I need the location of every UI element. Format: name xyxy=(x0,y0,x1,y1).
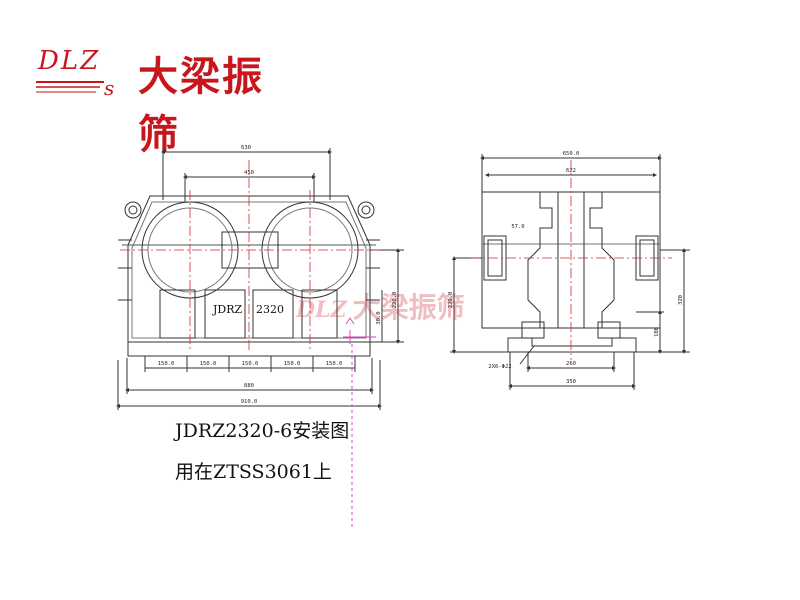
dim-front-spacing-3: 150.0 xyxy=(242,361,259,367)
watermark-text: 大梁振筛 xyxy=(352,291,465,324)
dim-front-base-length: 880 xyxy=(244,383,254,389)
dim-front-top-inner: 450 xyxy=(244,170,254,176)
model-label-left: JDRZ xyxy=(212,303,243,316)
logo-underline-icon xyxy=(36,81,104,93)
side-centerlines xyxy=(470,160,672,360)
dim-front-spacing-2: 150.0 xyxy=(200,361,217,367)
dim-front-height-upper: 220.0 xyxy=(392,292,398,309)
dim-side-base-outer: 350 xyxy=(566,379,576,385)
dim-side-top-inner: 622 xyxy=(566,168,576,174)
dim-side-total-height: 320 xyxy=(678,295,684,305)
front-centerlines xyxy=(120,160,380,352)
brand-name: 大梁振筛 xyxy=(138,54,264,158)
caption-line-2: 用在ZTSS3061上 xyxy=(175,461,332,483)
dim-side-bolt: 2X6-Φ22 xyxy=(488,364,511,370)
logo-mark-s: s xyxy=(104,76,115,100)
watermark-mark: DLZ xyxy=(296,297,347,323)
dim-side-base-inner: 260 xyxy=(566,361,576,367)
dim-front-spacing-5: 150.0 xyxy=(326,361,343,367)
front-view xyxy=(116,148,404,410)
dim-front-top-overall: 630 xyxy=(241,145,251,151)
brand-logo: DLZ s 大梁振筛 xyxy=(34,42,304,158)
dim-side-top-overall: 650.0 xyxy=(563,151,580,157)
side-view xyxy=(450,154,690,390)
dim-front-spacing-4: 150.0 xyxy=(284,361,301,367)
dim-side-foot-height: 100 xyxy=(654,327,660,337)
model-label-right: 2320 xyxy=(256,303,284,316)
dim-front-overall-length: 910.0 xyxy=(241,399,258,405)
caption-line-1: JDRZ2320-6安装图 xyxy=(175,420,350,442)
dim-side-flange: 57.0 xyxy=(511,224,524,230)
dim-side-shaft-height: 220.0 xyxy=(448,292,454,309)
reference-marker xyxy=(343,317,376,530)
logo-mark-dlz: DLZ xyxy=(38,46,101,76)
dim-front-spacing-1: 150.0 xyxy=(158,361,175,367)
dim-front-height-lower: 30.0 xyxy=(376,311,382,324)
